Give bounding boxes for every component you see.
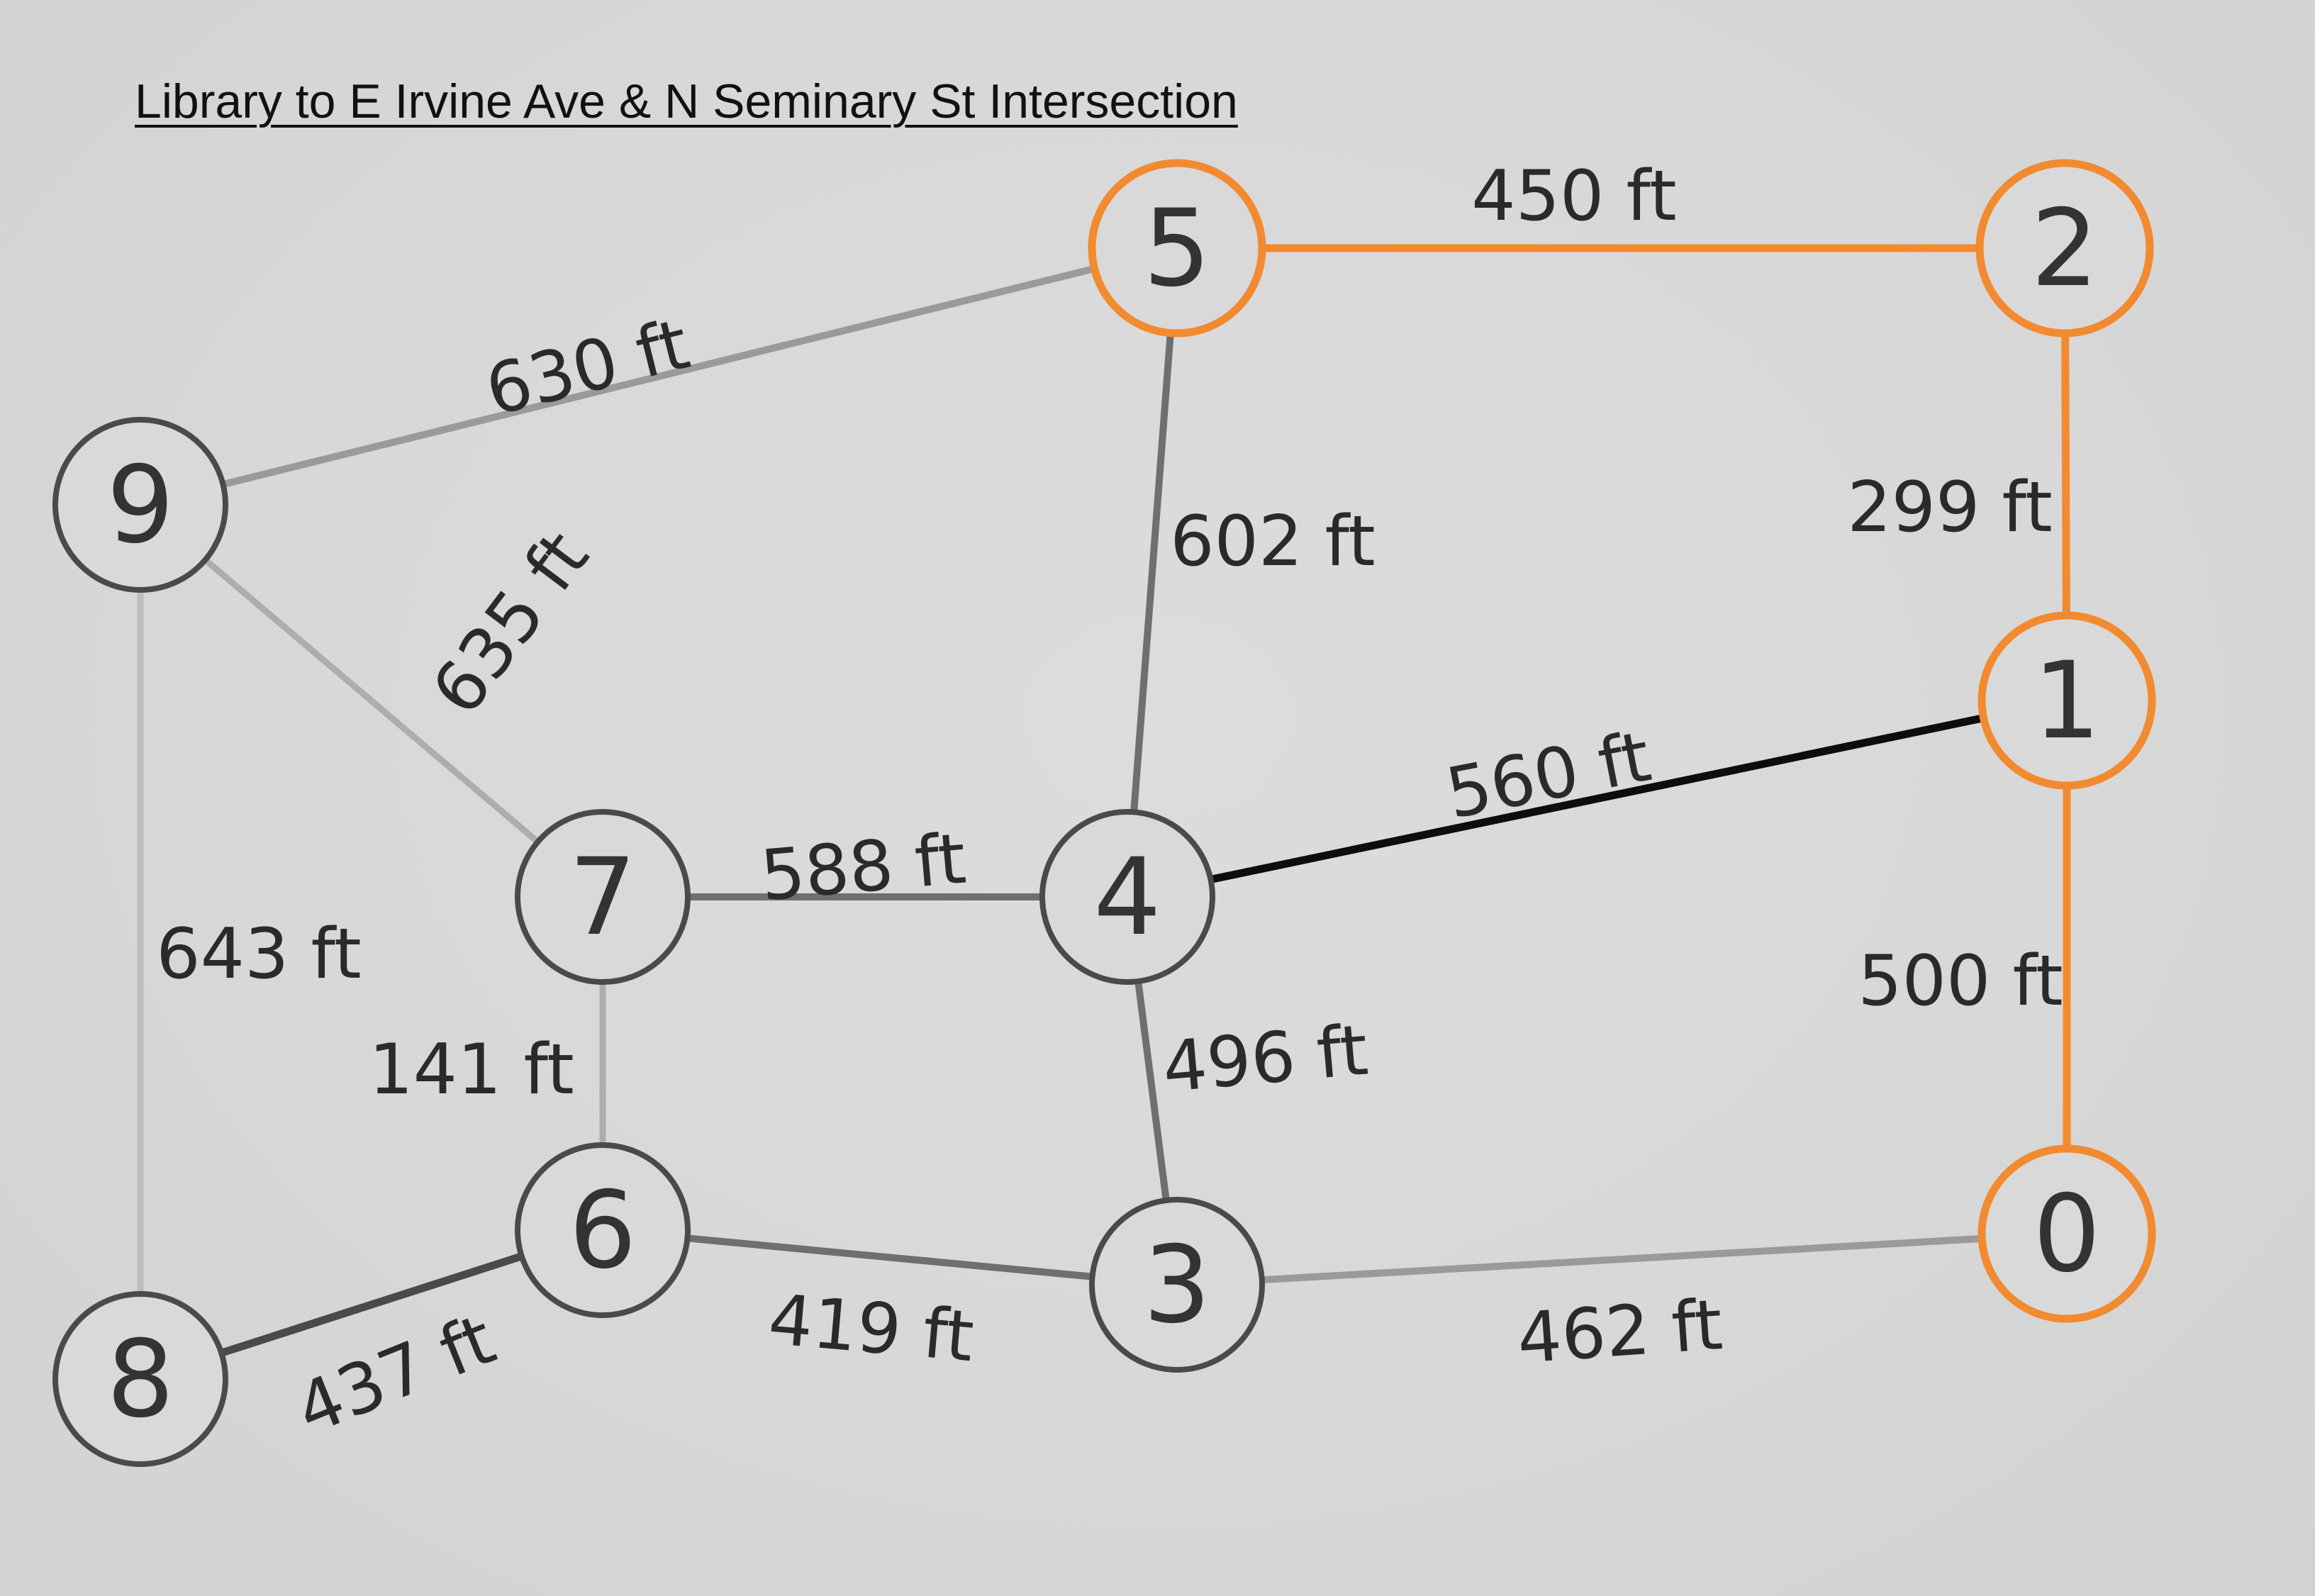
- node-2: 2: [1975, 159, 2154, 337]
- node-label-4: 4: [1093, 836, 1161, 959]
- edge-6-3: [599, 1227, 1181, 1288]
- node-5: 5: [1088, 159, 1266, 337]
- node-label-3: 3: [1143, 1224, 1210, 1347]
- node-circle-4: [1039, 809, 1215, 985]
- edge-label-7-4: 588 ft: [757, 818, 969, 917]
- node-1: 1: [1977, 611, 2156, 790]
- edge-label-4-3: 496 ft: [1159, 1010, 1371, 1108]
- edge-label-9-8: 643 ft: [156, 914, 361, 995]
- edge-label-5-2: 450 ft: [1471, 156, 1676, 237]
- node-7: 7: [515, 809, 691, 985]
- edge-label-9-7: 635 ft: [416, 517, 604, 730]
- nodes-layer: 0 1 2 3 4 5 6 7 8 9: [52, 159, 2156, 1467]
- node-circle-6: [515, 1142, 691, 1318]
- node-circle-8: [52, 1291, 228, 1467]
- edge-label-7-6: 141 ft: [369, 1029, 574, 1110]
- edge-label-6-3: 419 ft: [765, 1279, 976, 1378]
- node-label-7: 7: [569, 836, 636, 959]
- node-circle-1: [1977, 611, 2156, 790]
- edge-9-7: [137, 501, 606, 900]
- node-4: 4: [1039, 809, 1215, 985]
- node-circle-3: [1089, 1197, 1265, 1373]
- node-label-2: 2: [2031, 187, 2098, 311]
- node-circle-2: [1975, 159, 2154, 337]
- edge-label-4-1: 560 ft: [1440, 716, 1657, 835]
- node-0: 0: [1977, 1144, 2156, 1323]
- edge-label-1-0: 500 ft: [1858, 941, 2063, 1022]
- page-title: Library to E Irvine Ave & N Seminary St …: [135, 74, 1238, 128]
- node-6: 6: [515, 1142, 691, 1318]
- edge-9-5: [137, 245, 1181, 508]
- node-label-1: 1: [2033, 640, 2100, 763]
- node-label-8: 8: [106, 1318, 174, 1441]
- node-label-6: 6: [569, 1169, 636, 1293]
- node-label-5: 5: [1143, 187, 1210, 311]
- node-label-9: 9: [106, 444, 174, 567]
- edge-label-2-1: 299 ft: [1847, 467, 2052, 548]
- edge-label-9-5: 630 ft: [478, 304, 696, 433]
- node-circle-0: [1977, 1144, 2156, 1323]
- node-circle-9: [52, 417, 228, 593]
- edge-label-3-0: 462 ft: [1514, 1285, 1725, 1380]
- node-9: 9: [52, 417, 228, 593]
- edge-label-5-4: 602 ft: [1170, 501, 1375, 582]
- edge-4-1: [1123, 696, 2071, 901]
- node-circle-5: [1088, 159, 1266, 337]
- node-circle-7: [515, 809, 691, 985]
- node-8: 8: [52, 1291, 228, 1467]
- edge-5-4: [1124, 245, 1181, 900]
- edge-3-0: [1173, 1230, 2070, 1288]
- node-3: 3: [1089, 1197, 1265, 1373]
- node-label-0: 0: [2033, 1173, 2100, 1296]
